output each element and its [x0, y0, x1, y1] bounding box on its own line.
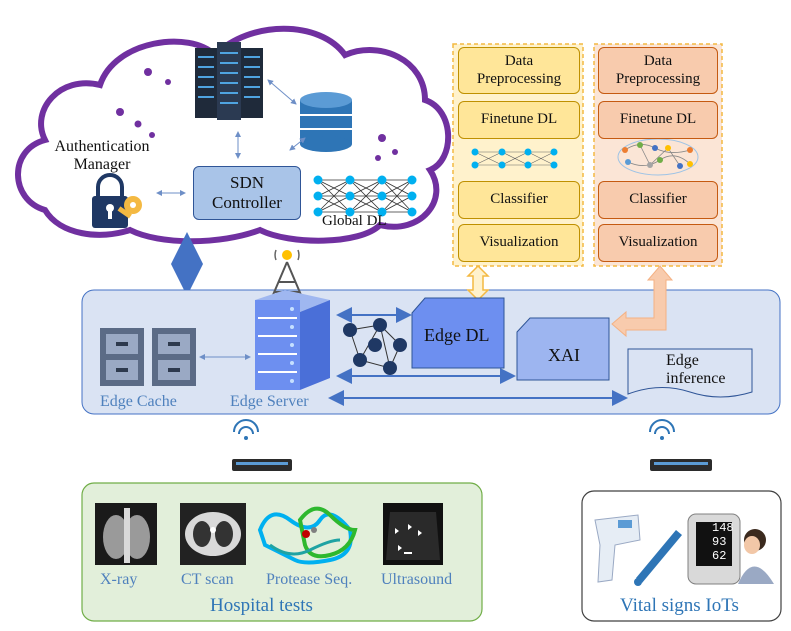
database-icon: [300, 92, 352, 152]
lock-key-icon: [92, 173, 142, 228]
edge-server-label: Edge Server: [230, 393, 309, 410]
brain-network-icon: [617, 138, 699, 176]
yellow-visualization-box: Visualization: [458, 224, 580, 262]
vital-signs-title: Vital signs IoTs: [620, 595, 739, 616]
cloud-server-rack-icon: [195, 42, 263, 120]
yellow-classifier-box: Classifier: [458, 181, 580, 219]
yellow-classifier-label: Classifier: [490, 191, 548, 208]
yellow-finetune-label: Finetune DL: [480, 111, 558, 128]
digital-thermometer-icon: [634, 530, 682, 586]
orange-finetune-label: Finetune DL: [619, 111, 697, 128]
hospital-tests-title: Hospital tests: [210, 595, 313, 616]
cloud-connector-arrows: [156, 79, 306, 196]
lock-network-icon: [343, 318, 407, 375]
ultrasound-image: [383, 503, 443, 565]
edge-dl-shape: [411, 297, 505, 369]
bp-reading-systolic: 148: [712, 521, 734, 535]
xray-label: X-ray: [100, 571, 138, 588]
ct-scan-label: CT scan: [181, 571, 234, 588]
thermometer-gun-icon: [594, 514, 641, 583]
edge-flow-arrows: [328, 307, 628, 406]
yellow-data-preprocessing-box: Data Preprocessing: [458, 47, 580, 94]
sdn-controller-box: SDN Controller: [193, 166, 301, 220]
patient-icon: [738, 529, 774, 584]
global-dl-network-icon: [313, 175, 417, 217]
router-left-icon: [232, 419, 292, 471]
bp-reading-diastolic: 93: [712, 535, 727, 549]
orange-classifier-box: Classifier: [598, 181, 718, 219]
global-dl-label: Global DL: [322, 213, 387, 229]
xray-image: [95, 503, 157, 565]
orange-visualization-label: Visualization: [618, 234, 698, 251]
auth-manager-label: Authentication Manager: [54, 138, 150, 173]
orange-visualization-box: Visualization: [598, 224, 718, 262]
xai-shape: [516, 317, 610, 381]
yellow-data-preprocessing-label: Data Preprocessing: [476, 53, 562, 87]
edge-server-icon: [255, 290, 330, 390]
edge-inference-shape: [627, 348, 753, 398]
yellow-finetune-box: Finetune DL: [458, 101, 580, 139]
edge-cache-icon: [100, 328, 196, 386]
ct-scan-image: [180, 503, 246, 565]
edge-inference-label: Edge inference: [666, 352, 726, 387]
router-right-icon: [649, 419, 712, 471]
edge-dl-label: Edge DL: [424, 325, 490, 345]
ultrasound-label: Ultrasound: [381, 571, 453, 588]
sdn-controller-label: SDN Controller: [212, 173, 282, 212]
orange-finetune-box: Finetune DL: [598, 101, 718, 139]
orange-transfer-arrow: [611, 265, 674, 338]
edge-cache-label: Edge Cache: [100, 393, 177, 410]
xai-label: XAI: [548, 345, 580, 365]
orange-data-preprocessing-label: Data Preprocessing: [615, 53, 701, 87]
finetune-network-icon: [471, 148, 558, 169]
bp-monitor-icon: [687, 513, 741, 585]
protease-label: Protease Seq.: [266, 571, 353, 588]
cloud-shape: [15, 25, 452, 245]
orange-classifier-label: Classifier: [629, 191, 687, 208]
yellow-visualization-label: Visualization: [479, 234, 559, 251]
orange-data-preprocessing-box: Data Preprocessing: [598, 47, 718, 94]
antenna-tower-icon: [269, 249, 305, 303]
bp-reading-pulse: 62: [712, 549, 727, 563]
protease-structure-image: [257, 506, 358, 565]
